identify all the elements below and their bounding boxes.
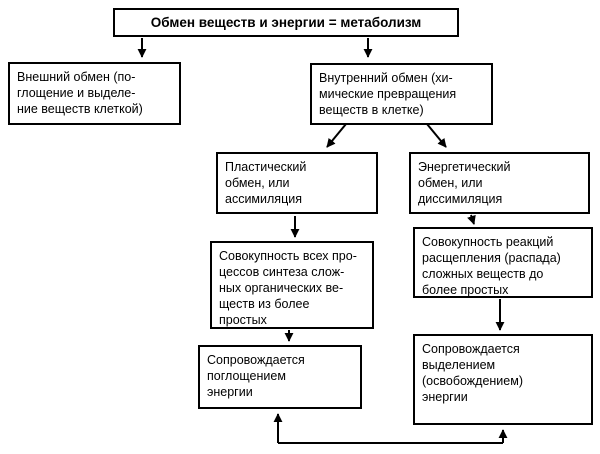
- node-energy-absorption: Сопровождается поглощением энергии: [198, 345, 362, 409]
- arrow-energetic-to-breakdown: [467, 214, 476, 225]
- node-energy-release: Сопровождается выделением (освобождением…: [413, 334, 593, 425]
- node-breakdown-description: Совокупность реакций расщепления (распад…: [413, 227, 593, 298]
- node-energetic-exchange: Энергетический обмен, или диссимиляция: [409, 152, 590, 214]
- node-title: Обмен веществ и энергии = метаболизм: [113, 8, 459, 37]
- arrow-internal-to-energetic: [426, 123, 447, 148]
- node-synthesis-description: Совокупность всех про- цессов синтеза сл…: [210, 241, 374, 329]
- node-external-exchange: Внешний обмен (по- глощение и выделе- ни…: [8, 62, 181, 125]
- node-plastic-exchange: Пластический обмен, или ассимиляция: [216, 152, 378, 214]
- arrow-internal-to-plastic: [326, 123, 347, 148]
- node-internal-exchange: Внутренний обмен (хи- мические превращен…: [310, 63, 493, 125]
